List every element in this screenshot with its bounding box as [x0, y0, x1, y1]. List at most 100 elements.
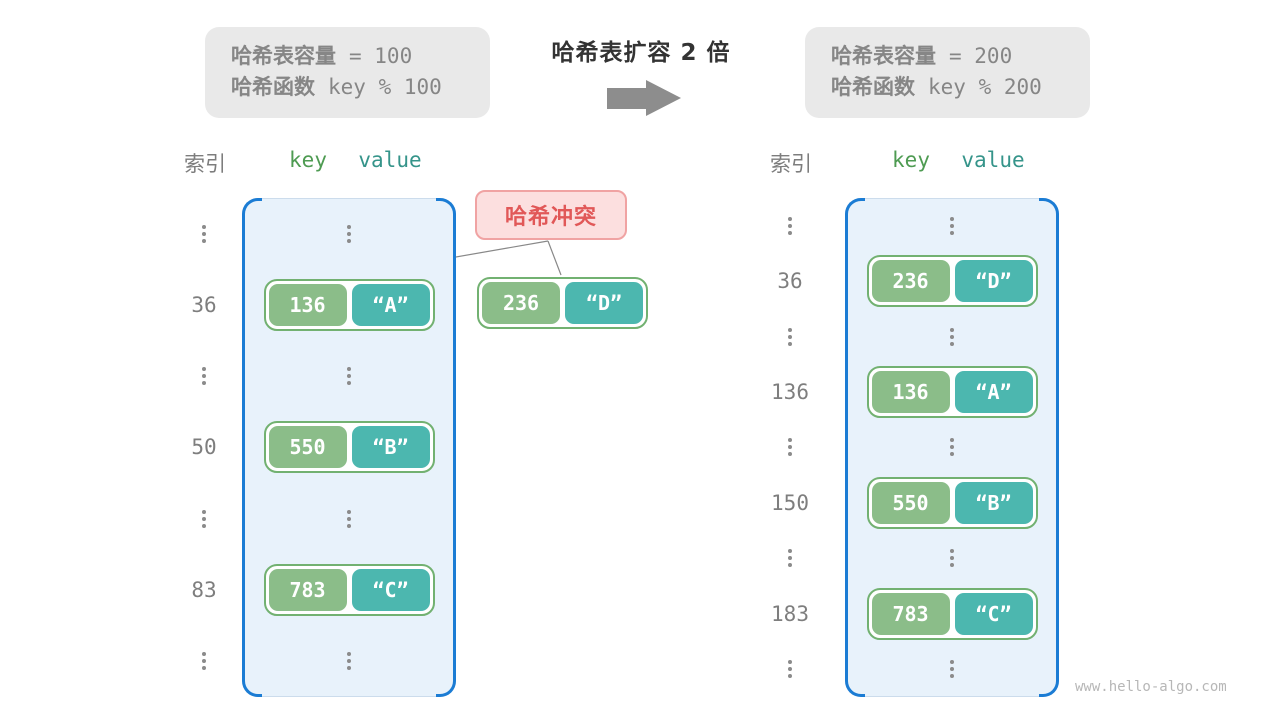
table-row [735, 531, 1059, 586]
bucket-slot [242, 224, 456, 243]
table-row [166, 626, 456, 697]
kv-pair-783: 783“C” [263, 564, 435, 617]
index-label: 36 [191, 292, 217, 317]
dot [202, 509, 206, 514]
value-cell: “A” [351, 283, 430, 326]
bucket-slot [242, 367, 456, 386]
bucket-slot: 136“A” [845, 366, 1059, 419]
hash-function-label: 哈希函数 [831, 75, 915, 99]
bucket-slot: 136“A” [242, 278, 456, 331]
dot [950, 341, 954, 346]
dot [950, 445, 954, 450]
dot [788, 549, 792, 554]
index-label: 150 [771, 490, 809, 515]
dot [788, 452, 792, 457]
arrow-head [646, 80, 681, 116]
dot [202, 523, 206, 528]
bucket-slot: 783“C” [242, 564, 456, 617]
dot [950, 660, 954, 665]
index-ellipsis [735, 660, 845, 679]
key-cell: 550 [871, 481, 950, 524]
dot [202, 367, 206, 372]
ellipsis-icon [202, 367, 206, 386]
capacity-line: 哈希表容量 = 200 [831, 42, 1090, 71]
dot [788, 341, 792, 346]
dot [202, 666, 206, 671]
table-row [166, 341, 456, 412]
key-cell: 236 [871, 260, 950, 303]
dot [347, 381, 351, 386]
value-cell: “A” [954, 371, 1033, 414]
bucket-slot [845, 216, 1059, 235]
ellipsis-icon [950, 660, 954, 679]
key-cell: 136 [871, 371, 950, 414]
key-cell: 783 [871, 592, 950, 635]
capacity-line: 哈希表容量 = 100 [231, 42, 490, 71]
dot [202, 516, 206, 521]
table-row [735, 420, 1059, 475]
capacity-value: = 200 [949, 44, 1013, 68]
ellipsis-icon [788, 216, 792, 235]
dot [347, 659, 351, 664]
dot [950, 216, 954, 221]
dot [788, 334, 792, 339]
bucket-slot [845, 660, 1059, 679]
dot [347, 652, 351, 657]
index-ellipsis [735, 327, 845, 346]
index-ellipsis [166, 367, 242, 386]
ellipsis-icon [347, 509, 351, 528]
index-label: 36 [777, 269, 803, 294]
dot [950, 674, 954, 679]
index-ellipsis [735, 549, 845, 568]
bracket-right [1039, 198, 1059, 697]
capacity-info-before: 哈希表容量 = 100 哈希函数 key % 100 [205, 27, 490, 118]
dot [788, 674, 792, 679]
dot [788, 445, 792, 450]
key-cell: 236 [482, 282, 560, 324]
dot [788, 438, 792, 443]
value-column-header-left: value [358, 148, 422, 172]
dot [202, 374, 206, 379]
table-row [166, 198, 456, 269]
ellipsis-icon [347, 652, 351, 671]
ellipsis-icon [950, 216, 954, 235]
key-cell: 136 [268, 283, 347, 326]
dot [950, 556, 954, 561]
value-cell: “C” [351, 569, 430, 612]
dot [202, 381, 206, 386]
ellipsis-icon [202, 224, 206, 243]
kv-pair-236: 236“D” [866, 255, 1038, 308]
bucket-slot [845, 438, 1059, 457]
dot [950, 438, 954, 443]
ellipsis-icon [788, 327, 792, 346]
dot [347, 374, 351, 379]
value-cell: “B” [351, 426, 430, 469]
bucket-slot [845, 327, 1059, 346]
bracket-right [436, 198, 456, 697]
hash-function-value: key % 200 [928, 75, 1042, 99]
bucket-slot [242, 509, 456, 528]
ellipsis-icon [202, 652, 206, 671]
ellipsis-icon [788, 549, 792, 568]
value-cell: “D” [565, 282, 643, 324]
key-cell: 550 [268, 426, 347, 469]
expand-arrow-icon [607, 80, 681, 117]
bucket-slot [845, 549, 1059, 568]
capacity-value: = 100 [349, 44, 413, 68]
hash-function-line: 哈希函数 key % 100 [231, 73, 490, 102]
dot [950, 230, 954, 235]
dot [788, 216, 792, 221]
dot [788, 556, 792, 561]
dot [950, 223, 954, 228]
dot [347, 666, 351, 671]
index-ellipsis [735, 438, 845, 457]
index-label: 183 [771, 601, 809, 626]
